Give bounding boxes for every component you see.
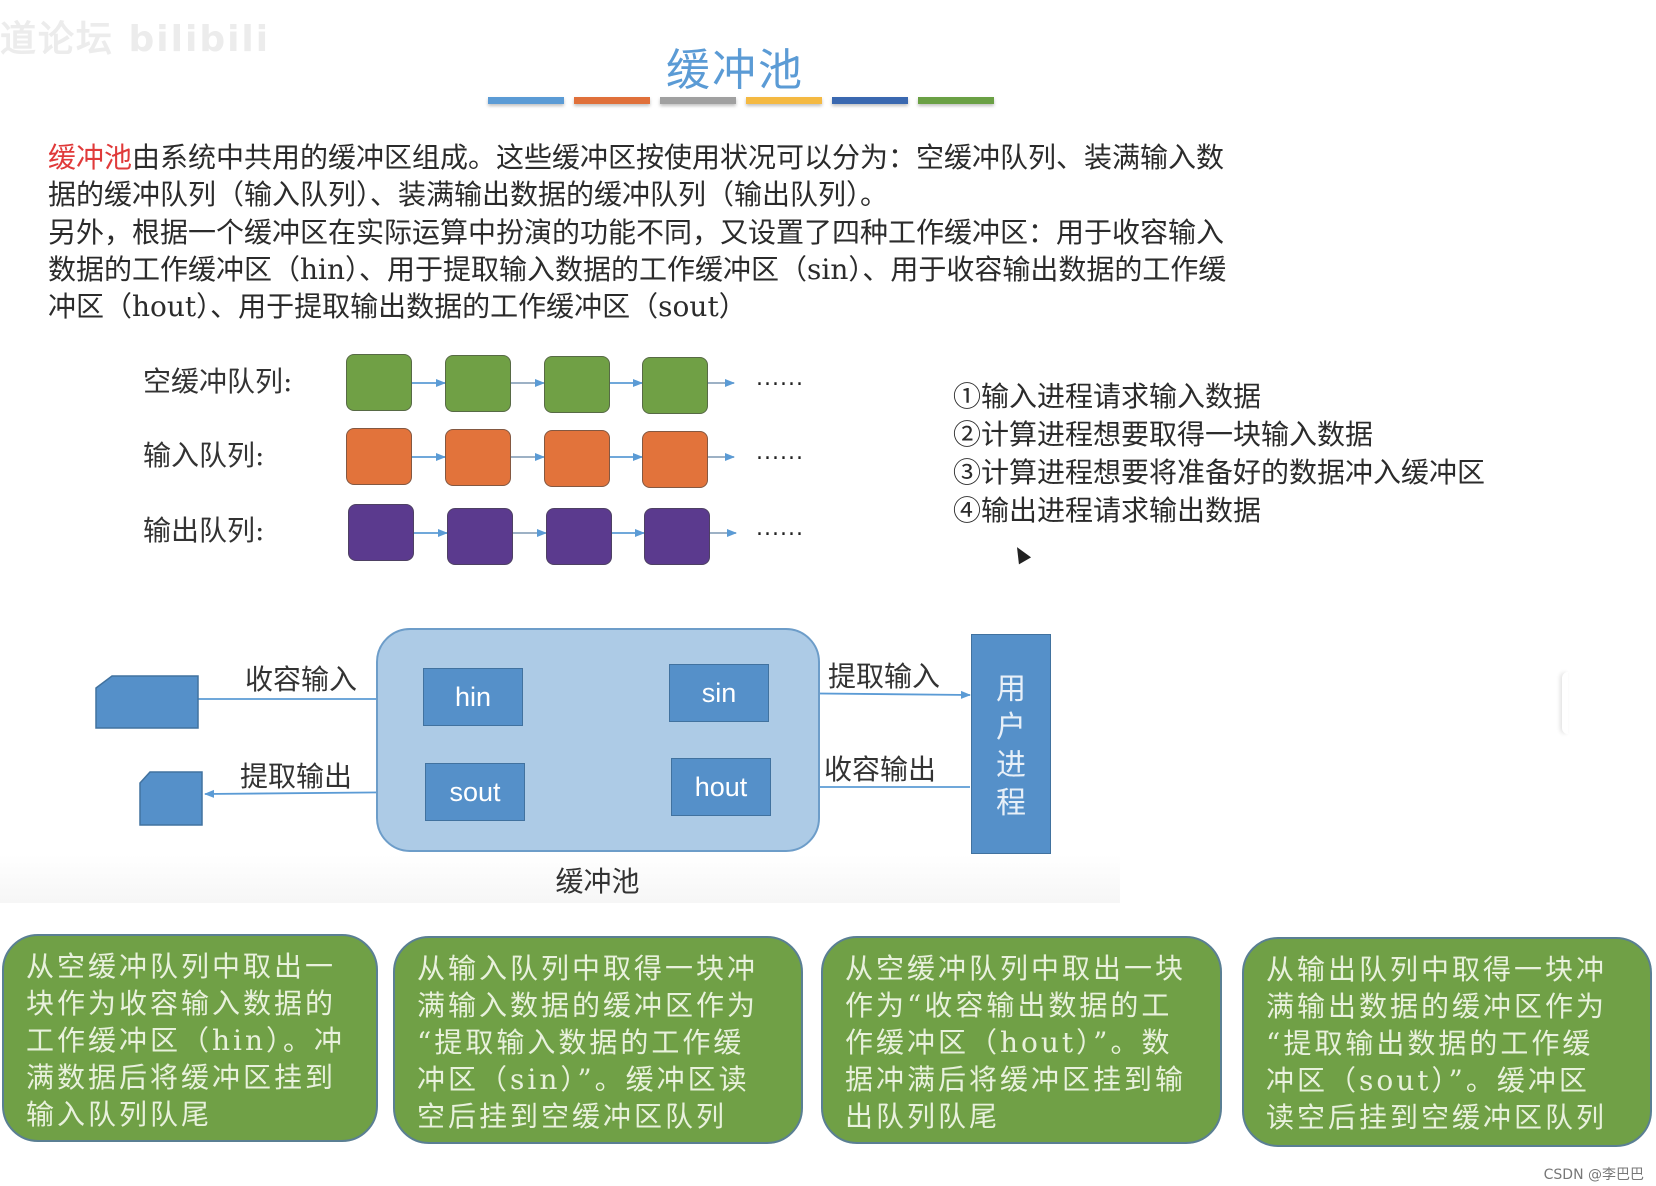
side-panel-handle[interactable] <box>1562 672 1568 734</box>
queue-continuation-dots: ...... <box>756 516 804 541</box>
user-process-char: 程 <box>996 786 1026 821</box>
card-line: 满数据后将缓冲区挂到 <box>26 1061 337 1094</box>
queue-buffer-box <box>642 431 708 488</box>
queue-buffer-box <box>544 430 610 487</box>
queue-buffer-box <box>644 508 710 565</box>
queue-label-empty: 空缓冲队列: <box>143 365 293 398</box>
queue-arrows <box>412 379 737 537</box>
buffer-pool-label: 缓冲池 <box>555 865 640 898</box>
label-receive-output: 收容输出 <box>824 753 937 786</box>
intro-line-4: 数据的工作缓冲区（hin）、用于提取输入数据的工作缓冲区（sin）、用于收容输出… <box>48 253 1227 286</box>
bilibili-watermark: 道论坛 bilibili <box>0 19 271 60</box>
card-line: 作为“收容输出数据的工 <box>845 989 1173 1022</box>
card-line: 出队列队尾 <box>845 1100 1001 1133</box>
queue-buffer-box <box>348 504 414 561</box>
card-line: 从输出队列中取得一块冲 <box>1266 953 1608 986</box>
card-line: 读空后挂到空缓冲区队列 <box>1266 1101 1608 1134</box>
title-color-bars <box>488 97 994 104</box>
step-item: ②计算进程想要取得一块输入数据 <box>953 418 1374 451</box>
input-device-icon <box>95 675 199 729</box>
label-receive-input: 收容输入 <box>245 663 358 696</box>
queue-buffer-box <box>544 356 610 413</box>
intro-line-1-text: 由系统中共用的缓冲区组成。这些缓冲区按使用状况可以分为：空缓冲队列、装满输入数 <box>132 141 1225 174</box>
queue-buffer-box <box>346 428 412 485</box>
card-line: 冲区（sin）”。缓冲区读 <box>417 1063 750 1096</box>
card-line: “提取输入数据的工作缓 <box>417 1026 745 1059</box>
queue-label-input: 输入队列: <box>143 439 265 472</box>
step-item: ①输入进程请求输入数据 <box>953 380 1262 413</box>
step-item: ④输出进程请求输出数据 <box>953 494 1262 527</box>
csdn-credit: CSDN @李巴巴 <box>1543 1167 1644 1183</box>
card-line: “提取输出数据的工作缓 <box>1266 1027 1594 1060</box>
intro-line-3: 另外，根据一个缓冲区在实际运算中扮演的功能不同，又设置了四种工作缓冲区：用于收容… <box>48 216 1225 249</box>
queue-continuation-dots: ...... <box>756 366 804 391</box>
intro-line-2: 据的缓冲队列（输入队列）、装满输出数据的缓冲队列（输出队列）。 <box>48 178 889 211</box>
user-process-char: 进 <box>996 748 1026 783</box>
card-line: 工作缓冲区（hin）。冲 <box>26 1024 346 1057</box>
card-line: 作缓冲区（hout）”。数 <box>845 1026 1173 1059</box>
user-process-char: 户 <box>996 710 1026 745</box>
card-hout: 从空缓冲队列中取出一块 作为“收容输出数据的工 作缓冲区（hout）”。数 据冲… <box>821 936 1222 1144</box>
intro-line-5: 冲区（hout）、用于提取输出数据的工作缓冲区（sout） <box>48 290 747 323</box>
buffer-sin: sin <box>669 664 769 722</box>
user-process-char: 用 <box>996 672 1026 707</box>
color-bar <box>918 97 994 104</box>
caption-band <box>0 855 1120 903</box>
card-line: 冲区（sout）”。缓冲区 <box>1266 1064 1590 1097</box>
card-line: 满输出数据的缓冲区作为 <box>1266 990 1608 1023</box>
buffer-hin: hin <box>423 668 523 726</box>
color-bar <box>660 97 736 104</box>
card-line: 从空缓冲队列中取出一 <box>26 950 337 983</box>
card-line: 块作为收容输入数据的 <box>26 987 337 1020</box>
card-line: 从输入队列中取得一块冲 <box>417 952 759 985</box>
step-item: ③计算进程想要将准备好的数据冲入缓冲区 <box>953 456 1486 489</box>
highlight-term: 缓冲池 <box>48 141 133 174</box>
intro-paragraph: 缓冲池由系统中共用的缓冲区组成。这些缓冲区按使用状况可以分为：空缓冲队列、装满输… <box>48 139 1428 325</box>
queue-buffer-box <box>546 508 612 565</box>
output-device-icon <box>139 771 203 826</box>
card-line: 输入队列队尾 <box>26 1098 213 1131</box>
card-sout: 从输出队列中取得一块冲 满输出数据的缓冲区作为 “提取输出数据的工作缓 冲区（s… <box>1242 937 1652 1147</box>
card-line: 从空缓冲队列中取出一块 <box>845 952 1187 985</box>
label-extract-output: 提取输出 <box>240 760 353 793</box>
queue-buffer-box <box>346 354 412 411</box>
card-hin: 从空缓冲队列中取出一 块作为收容输入数据的 工作缓冲区（hin）。冲 满数据后将… <box>2 934 378 1142</box>
process-steps-list: ①输入进程请求输入数据 ②计算进程想要取得一块输入数据 ③计算进程想要将准备好的… <box>953 378 1485 530</box>
queue-buffer-box <box>445 355 511 412</box>
queue-buffer-box <box>447 508 513 565</box>
intro-line-1: 缓冲池由系统中共用的缓冲区组成。这些缓冲区按使用状况可以分为：空缓冲队列、装满输… <box>48 139 1428 176</box>
card-line: 据冲满后将缓冲区挂到输 <box>845 1063 1187 1096</box>
color-bar <box>488 97 564 104</box>
color-bar <box>574 97 650 104</box>
queue-buffer-box <box>642 357 708 414</box>
card-line: 满输入数据的缓冲区作为 <box>417 989 759 1022</box>
buffer-hout: hout <box>671 758 771 816</box>
user-process-box: 用 户 进 程 <box>971 634 1051 854</box>
queue-buffer-box <box>445 429 511 486</box>
queue-label-output: 输出队列: <box>143 514 265 547</box>
label-extract-input: 提取输入 <box>828 660 941 693</box>
card-sin: 从输入队列中取得一块冲 满输入数据的缓冲区作为 “提取输入数据的工作缓 冲区（s… <box>393 936 803 1144</box>
color-bar <box>832 97 908 104</box>
buffer-sout: sout <box>425 763 525 821</box>
page-title: 缓冲池 <box>666 45 804 96</box>
card-line: 空后挂到空缓冲区队列 <box>417 1100 728 1133</box>
queue-continuation-dots: ...... <box>756 440 804 465</box>
color-bar <box>746 97 822 104</box>
